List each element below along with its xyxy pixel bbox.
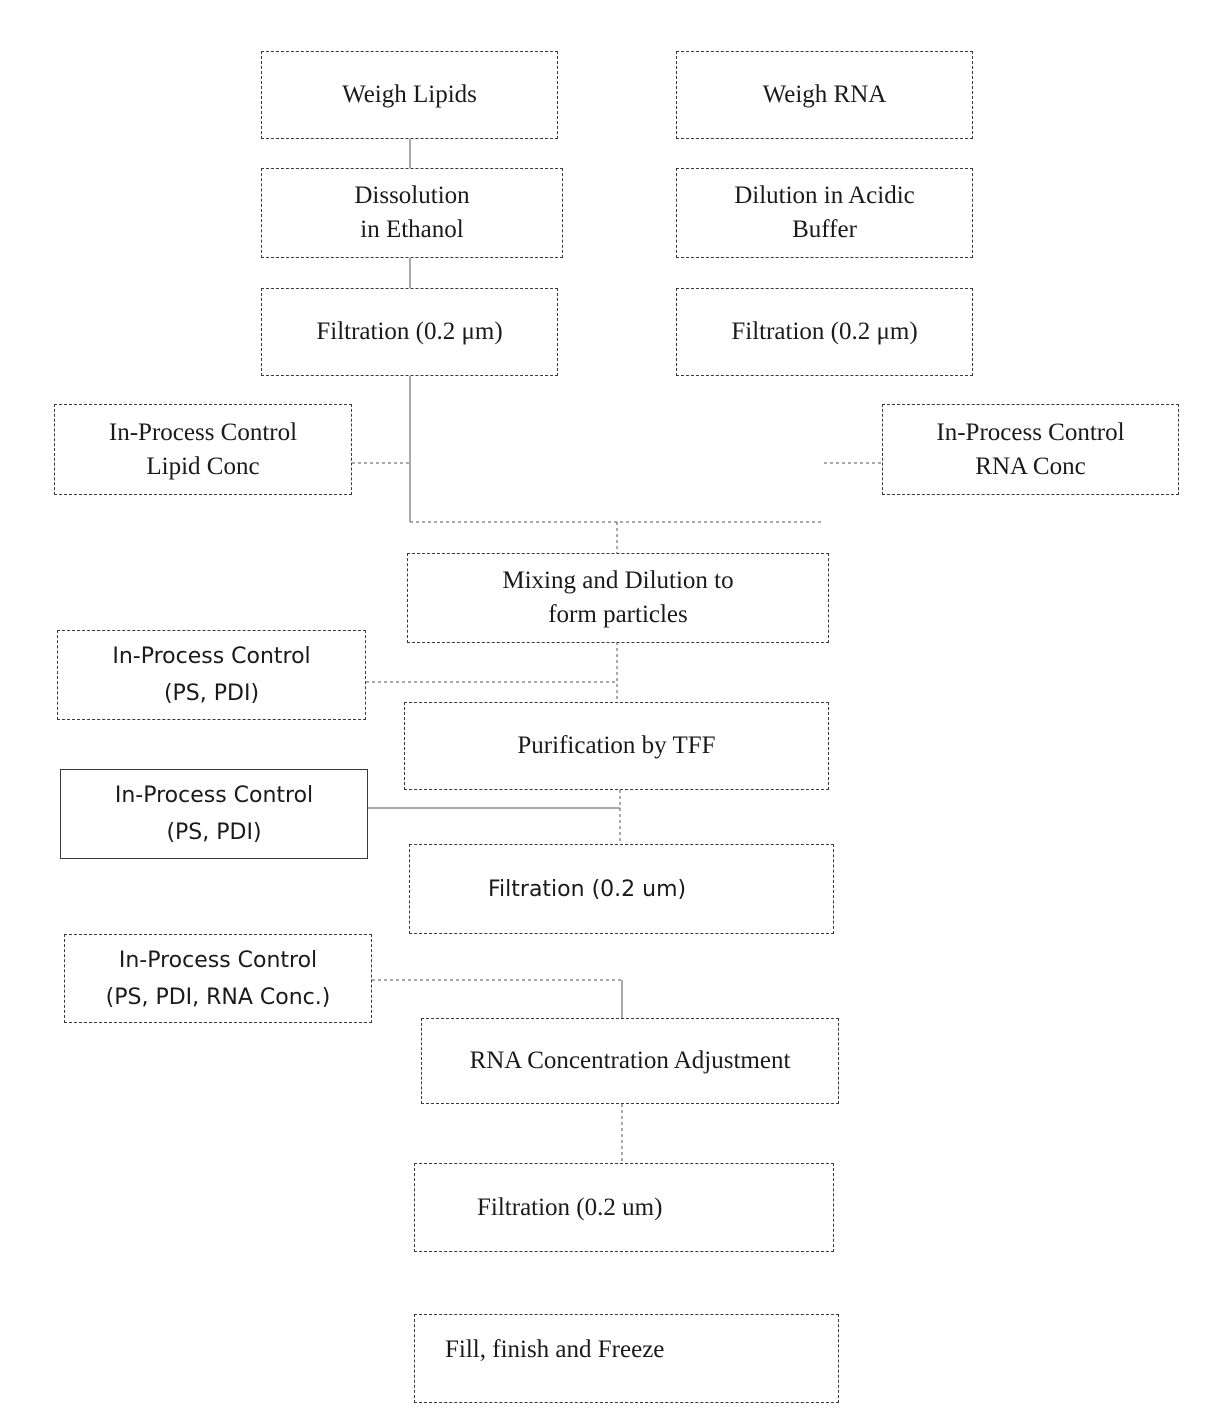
dilution-acidic-buffer-box: Dilution in Acidic Buffer [676,168,973,258]
ipc-rna-conc-label: In-Process Control RNA Conc [936,416,1124,484]
filtration-after-tff-label: Filtration (0.2 um) [488,871,686,908]
purification-tff-label: Purification by TFF [517,729,715,763]
weigh-lipids-box: Weigh Lipids [261,51,558,139]
final-filtration-label: Filtration (0.2 um) [477,1191,662,1225]
weigh-rna-box: Weigh RNA [676,51,973,139]
ipc-rna-conc-box: In-Process Control RNA Conc [882,404,1179,495]
lipid-filtration-label: Filtration (0.2 μm) [316,315,502,349]
ipc-lipid-conc-box: In-Process Control Lipid Conc [54,404,352,495]
rna-concentration-adjustment-label: RNA Concentration Adjustment [470,1044,791,1078]
ipc-ps-pdi-box-2: In-Process Control (PS, PDI) [60,769,368,859]
ipc-ps-pdi-label-2: In-Process Control (PS, PDI) [115,777,313,851]
lipid-filtration-box: Filtration (0.2 μm) [261,288,558,376]
rna-concentration-adjustment-box: RNA Concentration Adjustment [421,1018,839,1104]
mixing-dilution-label: Mixing and Dilution to form particles [502,564,733,632]
dilution-acidic-buffer-label: Dilution in Acidic Buffer [734,179,915,247]
fill-finish-freeze-box: Fill, finish and Freeze [414,1314,839,1403]
weigh-lipids-label: Weigh Lipids [342,78,477,112]
rna-filtration-label: Filtration (0.2 μm) [731,315,917,349]
mixing-dilution-box: Mixing and Dilution to form particles [407,553,829,643]
purification-tff-box: Purification by TFF [404,702,829,790]
ipc-ps-pdi-label-1: In-Process Control (PS, PDI) [112,638,310,712]
ipc-lipid-conc-label: In-Process Control Lipid Conc [109,416,297,484]
ipc-ps-pdi-box-1: In-Process Control (PS, PDI) [57,630,366,720]
final-filtration-box: Filtration (0.2 um) [414,1163,834,1252]
weigh-rna-label: Weigh RNA [763,78,887,112]
dissolution-in-ethanol-label: Dissolution in Ethanol [354,179,469,247]
rna-filtration-box: Filtration (0.2 μm) [676,288,973,376]
filtration-after-tff-box: Filtration (0.2 um) [409,844,834,934]
dissolution-in-ethanol-box: Dissolution in Ethanol [261,168,563,258]
ipc-ps-pdi-rna-label: In-Process Control (PS, PDI, RNA Conc.) [106,942,331,1016]
fill-finish-freeze-label: Fill, finish and Freeze [445,1333,664,1367]
ipc-ps-pdi-rna-box: In-Process Control (PS, PDI, RNA Conc.) [64,934,372,1023]
